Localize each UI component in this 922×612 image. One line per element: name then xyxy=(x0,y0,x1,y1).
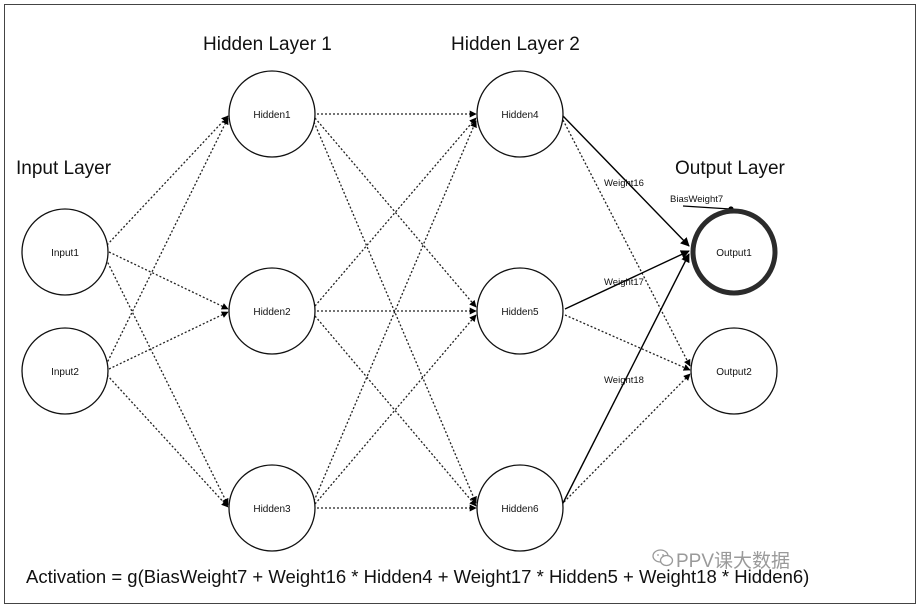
edge-hidden1-hidden6 xyxy=(313,121,477,504)
edge-hidden2-hidden6 xyxy=(314,315,477,507)
edge-hidden3-hidden5 xyxy=(314,314,477,505)
edge-input1-hidden2 xyxy=(108,251,229,310)
wechat-icon xyxy=(652,549,674,567)
node-hidden5 xyxy=(476,267,564,355)
edge-input1-hidden3 xyxy=(105,258,229,506)
node-hidden3 xyxy=(228,464,316,552)
edge-hidden4-output2 xyxy=(562,119,691,367)
output-layer-title: Output Layer xyxy=(675,158,785,179)
hidden-layer-1-title: Hidden Layer 1 xyxy=(203,34,332,55)
label-hidden6: Hidden6 xyxy=(501,504,539,515)
node-output2 xyxy=(690,327,778,415)
hidden-layer-2-title: Hidden Layer 2 xyxy=(451,34,580,55)
bias-weight7-label: BiasWeight7 xyxy=(670,194,723,205)
edge-input1-hidden1 xyxy=(106,115,229,246)
edge-hidden1-hidden5 xyxy=(314,117,477,308)
label-hidden2: Hidden2 xyxy=(253,307,291,318)
activation-formula: Activation = g(BiasWeight7 + Weight16 * … xyxy=(26,566,810,587)
node-hidden6 xyxy=(476,464,564,552)
node-input2 xyxy=(21,327,109,415)
node-output1 xyxy=(690,208,778,296)
edge-hidden5-output2 xyxy=(564,314,691,371)
node-input1 xyxy=(21,208,109,296)
input-layer-title: Input Layer xyxy=(16,158,112,179)
edge-input2-hidden2 xyxy=(108,311,229,370)
label-output1: Output1 xyxy=(716,248,752,259)
edge-input2-hidden1 xyxy=(105,117,229,366)
watermark-text: PPV课大数据 xyxy=(676,551,791,572)
edge-hidden6-output2 xyxy=(563,373,691,503)
node-hidden1 xyxy=(228,70,316,158)
edge-hidden6-output1 xyxy=(561,253,690,506)
edge-input2-hidden3 xyxy=(106,374,229,508)
label-input1: Input1 xyxy=(51,248,79,259)
label-hidden4: Hidden4 xyxy=(501,110,539,121)
weight16-label: Weight16 xyxy=(604,178,644,189)
edge-bias-output1 xyxy=(682,205,731,210)
edge-hidden2-hidden4 xyxy=(314,117,477,307)
node-hidden2 xyxy=(228,267,316,355)
weight17-label: Weight17 xyxy=(604,277,644,288)
edge-hidden5-output1 xyxy=(564,250,690,310)
label-input2: Input2 xyxy=(51,367,79,378)
weight18-label: Weight18 xyxy=(604,375,644,386)
diagram-frame xyxy=(4,4,916,604)
edge-hidden3-hidden4 xyxy=(313,120,477,502)
node-hidden4 xyxy=(476,70,564,158)
edge-hidden4-output1 xyxy=(562,115,690,247)
label-hidden3: Hidden3 xyxy=(253,504,291,515)
label-hidden1: Hidden1 xyxy=(253,110,291,121)
label-hidden5: Hidden5 xyxy=(501,307,539,318)
label-output2: Output2 xyxy=(716,367,752,378)
